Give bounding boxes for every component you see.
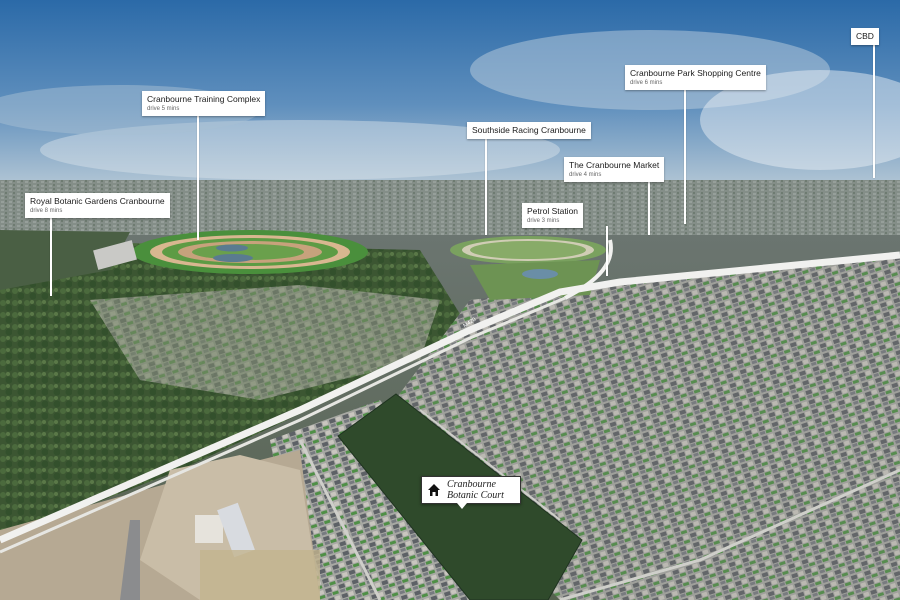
park-shopping-label: Cranbourne Park Shopping Centre drive 6 … (625, 65, 766, 90)
southside-racing-stem (485, 139, 487, 235)
park-shopping-label-subtitle: drive 6 mins (630, 80, 663, 86)
site-name-line1: Cranbourne (447, 479, 496, 490)
petrol-station-label: Petrol Station drive 3 mins (522, 203, 584, 228)
royal-botanic-label-title: Royal Botanic Gardens Cranbourne (30, 196, 165, 206)
training-complex-stem (197, 115, 199, 240)
petrol-station-label-subtitle: drive 3 mins (527, 218, 560, 224)
cbd-label-title: CBD (856, 31, 874, 41)
site-name: Cranbourne Botanic Court (447, 479, 504, 501)
house-icon (428, 484, 440, 496)
southside-racing-label-title: Southside Racing Cranbourne (472, 125, 586, 135)
royal-botanic-stem (50, 217, 52, 296)
cbd-label: CBD (851, 28, 879, 45)
cranbourne-market-stem (648, 181, 650, 235)
site-label: Cranbourne Botanic Court (421, 476, 521, 509)
petrol-station-stem (606, 226, 608, 276)
training-complex-label: Cranbourne Training Complex drive 5 mins (142, 91, 266, 116)
petrol-station-label-title: Petrol Station (527, 206, 579, 216)
cbd-stem (873, 42, 875, 178)
royal-botanic-label-subtitle: drive 8 mins (30, 208, 63, 214)
site-label-pointer (457, 503, 467, 509)
site-name-line2: Botanic Court (447, 490, 504, 501)
southside-racing-label: Southside Racing Cranbourne (467, 122, 591, 139)
training-complex-label-title: Cranbourne Training Complex (147, 94, 261, 104)
royal-botanic-label: Royal Botanic Gardens Cranbourne drive 8… (25, 193, 170, 218)
cranbourne-market-label-subtitle: drive 4 mins (569, 172, 602, 178)
cranbourne-market-label-title: The Cranbourne Market (569, 160, 660, 170)
cranbourne-market-label: The Cranbourne Market drive 4 mins (564, 157, 665, 182)
park-shopping-label-title: Cranbourne Park Shopping Centre (630, 68, 761, 78)
park-shopping-stem (684, 90, 686, 224)
training-complex-label-subtitle: drive 5 mins (147, 106, 180, 112)
